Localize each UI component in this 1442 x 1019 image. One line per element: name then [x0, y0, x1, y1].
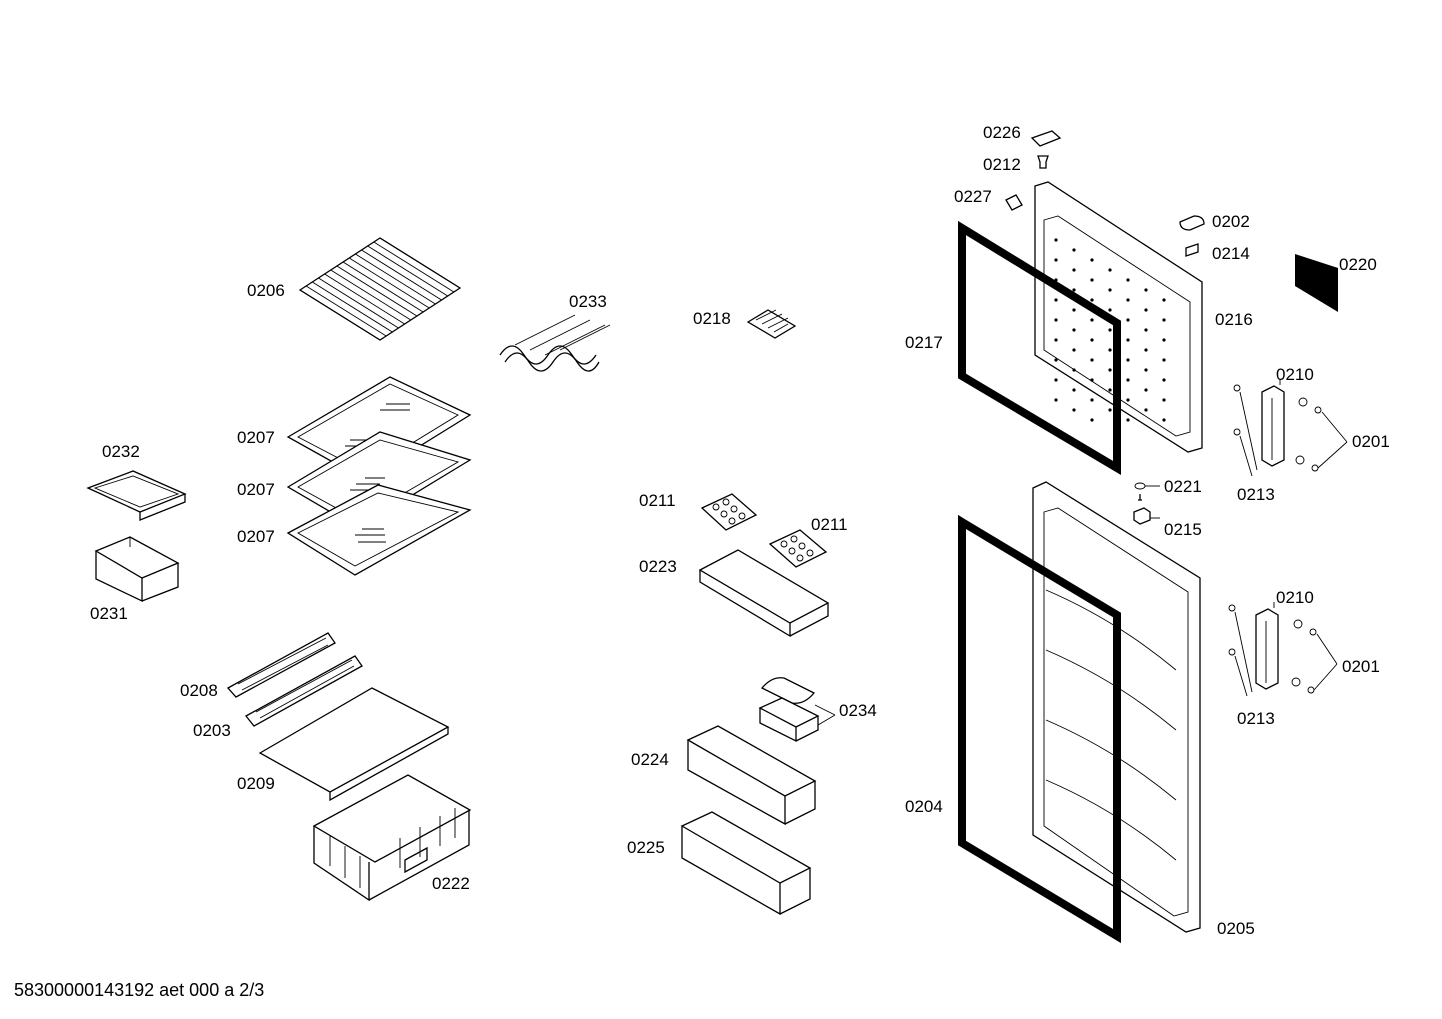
- part-0203-shelf-trim: [245, 655, 363, 727]
- part-0210-handle-lower: [1255, 602, 1279, 690]
- part-0206-wire-shelf: [298, 237, 462, 341]
- part-0217-freezer-door-gasket: [958, 220, 1121, 476]
- part-0201-nuts-upper: [1295, 397, 1348, 472]
- part-0220-insulation-panel: [1295, 254, 1338, 312]
- label-0217: 0217: [905, 333, 943, 352]
- label-0225: 0225: [627, 838, 665, 857]
- part-0201-nuts-lower: [1291, 619, 1338, 694]
- label-0233: 0233: [569, 292, 607, 311]
- part-0225-door-balcony: [680, 811, 812, 916]
- label-0213-upper: 0213: [1237, 485, 1275, 504]
- label-0211-right: 0211: [811, 515, 848, 534]
- part-0214-hinge-clip: [1185, 243, 1199, 257]
- part-0202-hinge-cap: [1179, 215, 1205, 231]
- part-0215-hinge-bracket: [1133, 494, 1160, 525]
- part-0222-crisper-box: [312, 774, 472, 902]
- label-0227: 0227: [954, 187, 992, 206]
- label-0231: 0231: [90, 604, 128, 623]
- part-0234-dairy-compartment: [758, 677, 836, 743]
- label-0207-top: 0207: [237, 428, 275, 447]
- label-0232: 0232: [102, 442, 140, 461]
- part-0208-shelf-trim: [226, 632, 336, 698]
- label-0224: 0224: [631, 750, 669, 769]
- label-0209: 0209: [237, 774, 275, 793]
- label-0234: 0234: [839, 701, 877, 720]
- label-0218: 0218: [693, 309, 731, 328]
- part-0212-hinge-pin: [1037, 155, 1049, 169]
- part-0207-glass-shelf-bottom: [286, 484, 472, 576]
- label-0208: 0208: [180, 681, 218, 700]
- label-0222: 0222: [432, 874, 470, 893]
- label-0211-left: 0211: [639, 491, 676, 510]
- label-0215: 0215: [1164, 520, 1202, 539]
- label-0221: 0221: [1164, 477, 1202, 496]
- part-0231-small-drawer: [94, 536, 180, 603]
- document-code-footer: 58300000143192 aet 000 a 2/3: [14, 980, 265, 1000]
- label-0201-upper: 0201: [1352, 432, 1390, 451]
- label-0214: 0214: [1212, 244, 1250, 263]
- part-0213-screws-lower: [1228, 604, 1253, 697]
- part-0226-hinge-cover: [1030, 130, 1062, 147]
- label-0204: 0204: [905, 797, 943, 816]
- label-0210-upper: 0210: [1276, 365, 1314, 384]
- label-0205: 0205: [1217, 919, 1255, 938]
- part-0213-screws-upper: [1233, 384, 1258, 477]
- label-0203: 0203: [193, 721, 231, 740]
- part-0211-egg-tray-left: [700, 493, 758, 531]
- part-0216-freezer-door: [1034, 181, 1203, 453]
- label-0226: 0226: [983, 123, 1021, 142]
- label-0201-lower: 0201: [1342, 657, 1380, 676]
- label-0202: 0202: [1212, 212, 1250, 231]
- label-0207-middle: 0207: [237, 480, 275, 499]
- label-0206: 0206: [247, 281, 285, 300]
- part-0210-handle-upper: [1261, 379, 1285, 467]
- label-0212: 0212: [983, 155, 1021, 174]
- label-0207-bottom: 0207: [237, 527, 275, 546]
- part-0204-fridge-door-gasket: [958, 514, 1121, 944]
- part-0209-crisper-glass: [258, 687, 450, 802]
- part-0233-bottle-rack: [499, 314, 611, 372]
- part-0211-egg-tray-right: [768, 529, 828, 568]
- part-0224-door-balcony: [686, 725, 817, 826]
- part-0218-egg-tray-small: [746, 309, 797, 339]
- label-0213-lower: 0213: [1237, 709, 1275, 728]
- part-0221-washer: [1134, 482, 1160, 490]
- part-0223-door-shelf: [698, 549, 830, 638]
- label-0216: 0216: [1215, 310, 1253, 329]
- label-0210-lower: 0210: [1276, 588, 1314, 607]
- label-0220: 0220: [1339, 255, 1377, 274]
- part-0232-drawer-cover: [86, 470, 187, 521]
- part-0227-pad: [1005, 194, 1023, 211]
- label-0223: 0223: [639, 557, 677, 576]
